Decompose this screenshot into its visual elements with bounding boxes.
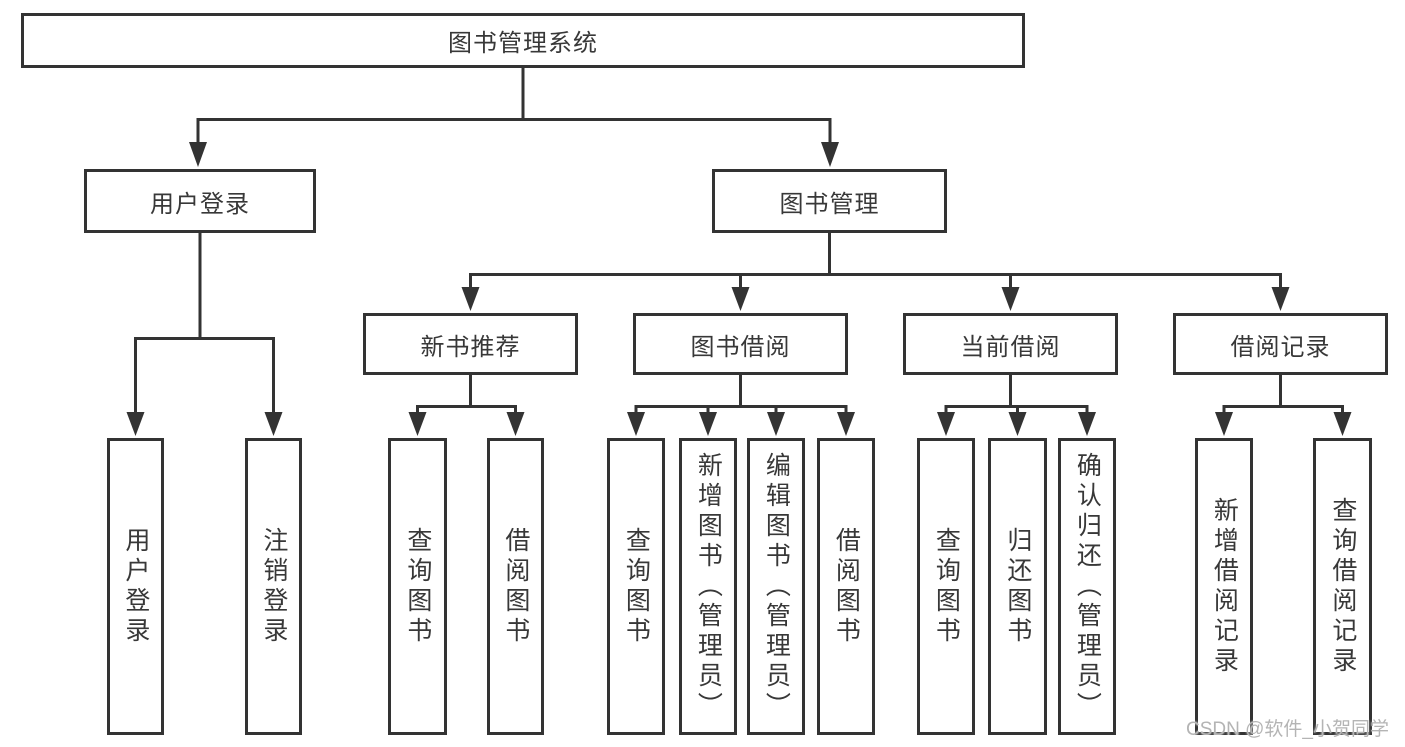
arrowhead [837, 412, 855, 436]
node-book-management: 图书管理 [712, 169, 947, 233]
node-label: 借阅图书 [501, 526, 530, 647]
node-label: 归还图书 [1003, 526, 1032, 647]
edge-book-borrow-split [634, 375, 848, 415]
node-borrow-records: 借阅记录 [1173, 313, 1388, 375]
edge-root-split [196, 68, 832, 144]
leaf-borrow-books-recommend: 借阅图书 [487, 438, 544, 735]
node-new-book-recommend: 新书推荐 [363, 313, 578, 375]
arrowhead [264, 412, 283, 436]
edge-borrow-records-split [1222, 375, 1344, 415]
node-label: 图书借阅 [690, 333, 791, 361]
node-label: 编辑图书（管理员） [762, 451, 791, 722]
edge-current-borrow-split [944, 375, 1089, 415]
node-current-borrow: 当前借阅 [903, 313, 1118, 375]
node-label: 图书管理 [779, 190, 880, 218]
node-label: 用户登录 [121, 526, 150, 647]
node-label: 用户登录 [150, 190, 250, 218]
arrowhead [126, 412, 145, 436]
node-label: 借阅记录 [1230, 333, 1331, 361]
node-label: 查询图书 [622, 526, 651, 647]
edge-new-book-split [416, 375, 517, 415]
arrowhead [1333, 412, 1352, 436]
arrowheads [126, 142, 1352, 436]
leaf-confirm-return-admin: 确认归还（管理员） [1058, 438, 1116, 735]
edge-book-mgmt-split [469, 233, 1282, 290]
node-label: 新书推荐 [420, 333, 521, 361]
node-library-system: 图书管理系统 [21, 13, 1025, 68]
leaf-query-books-borrow: 查询图书 [607, 438, 665, 735]
leaf-logout: 注销登录 [245, 438, 302, 735]
node-label: 图书管理系统 [448, 30, 598, 57]
leaf-edit-books-admin: 编辑图书（管理员） [747, 438, 805, 735]
edge-lines [134, 68, 1344, 415]
node-label: 新增图书（管理员） [694, 451, 723, 722]
arrowhead [767, 412, 785, 436]
arrowhead [699, 412, 717, 436]
node-label: 确认归还（管理员） [1073, 451, 1102, 722]
leaf-borrow-books: 借阅图书 [817, 438, 875, 735]
leaf-query-books-current: 查询图书 [917, 438, 975, 735]
leaf-add-books-admin: 新增图书（管理员） [679, 438, 737, 735]
arrowhead [1215, 412, 1233, 436]
arrowhead [821, 142, 839, 167]
node-label: 注销登录 [259, 526, 288, 647]
node-book-borrow: 图书借阅 [633, 313, 848, 375]
node-label: 当前借阅 [960, 333, 1061, 361]
arrowhead [461, 287, 480, 311]
arrowhead [506, 412, 525, 436]
arrowhead [1008, 412, 1027, 436]
arrowhead [1078, 412, 1096, 436]
leaf-add-borrow-record: 新增借阅记录 [1195, 438, 1253, 735]
node-label: 查询图书 [403, 526, 432, 647]
leaf-query-books-recommend: 查询图书 [388, 438, 447, 735]
csdn-watermark: CSDN @软件_小贺同学 [1186, 719, 1389, 740]
arrowhead [627, 412, 645, 436]
leaf-return-books: 归还图书 [988, 438, 1047, 735]
leaf-query-borrow-record: 查询借阅记录 [1313, 438, 1372, 735]
arrowhead [731, 287, 750, 311]
edge-user-login-split [134, 233, 275, 414]
arrowhead [408, 412, 427, 436]
arrowhead [1001, 287, 1020, 311]
arrowhead [937, 412, 955, 436]
node-label: 借阅图书 [832, 526, 861, 647]
node-user-login: 用户登录 [84, 169, 316, 233]
node-label: 新增借阅记录 [1210, 496, 1239, 677]
node-label: 查询图书 [932, 526, 961, 647]
leaf-user-login: 用户登录 [107, 438, 164, 735]
node-label: 查询借阅记录 [1328, 496, 1357, 677]
arrowhead [189, 142, 207, 167]
arrowhead [1271, 287, 1290, 311]
